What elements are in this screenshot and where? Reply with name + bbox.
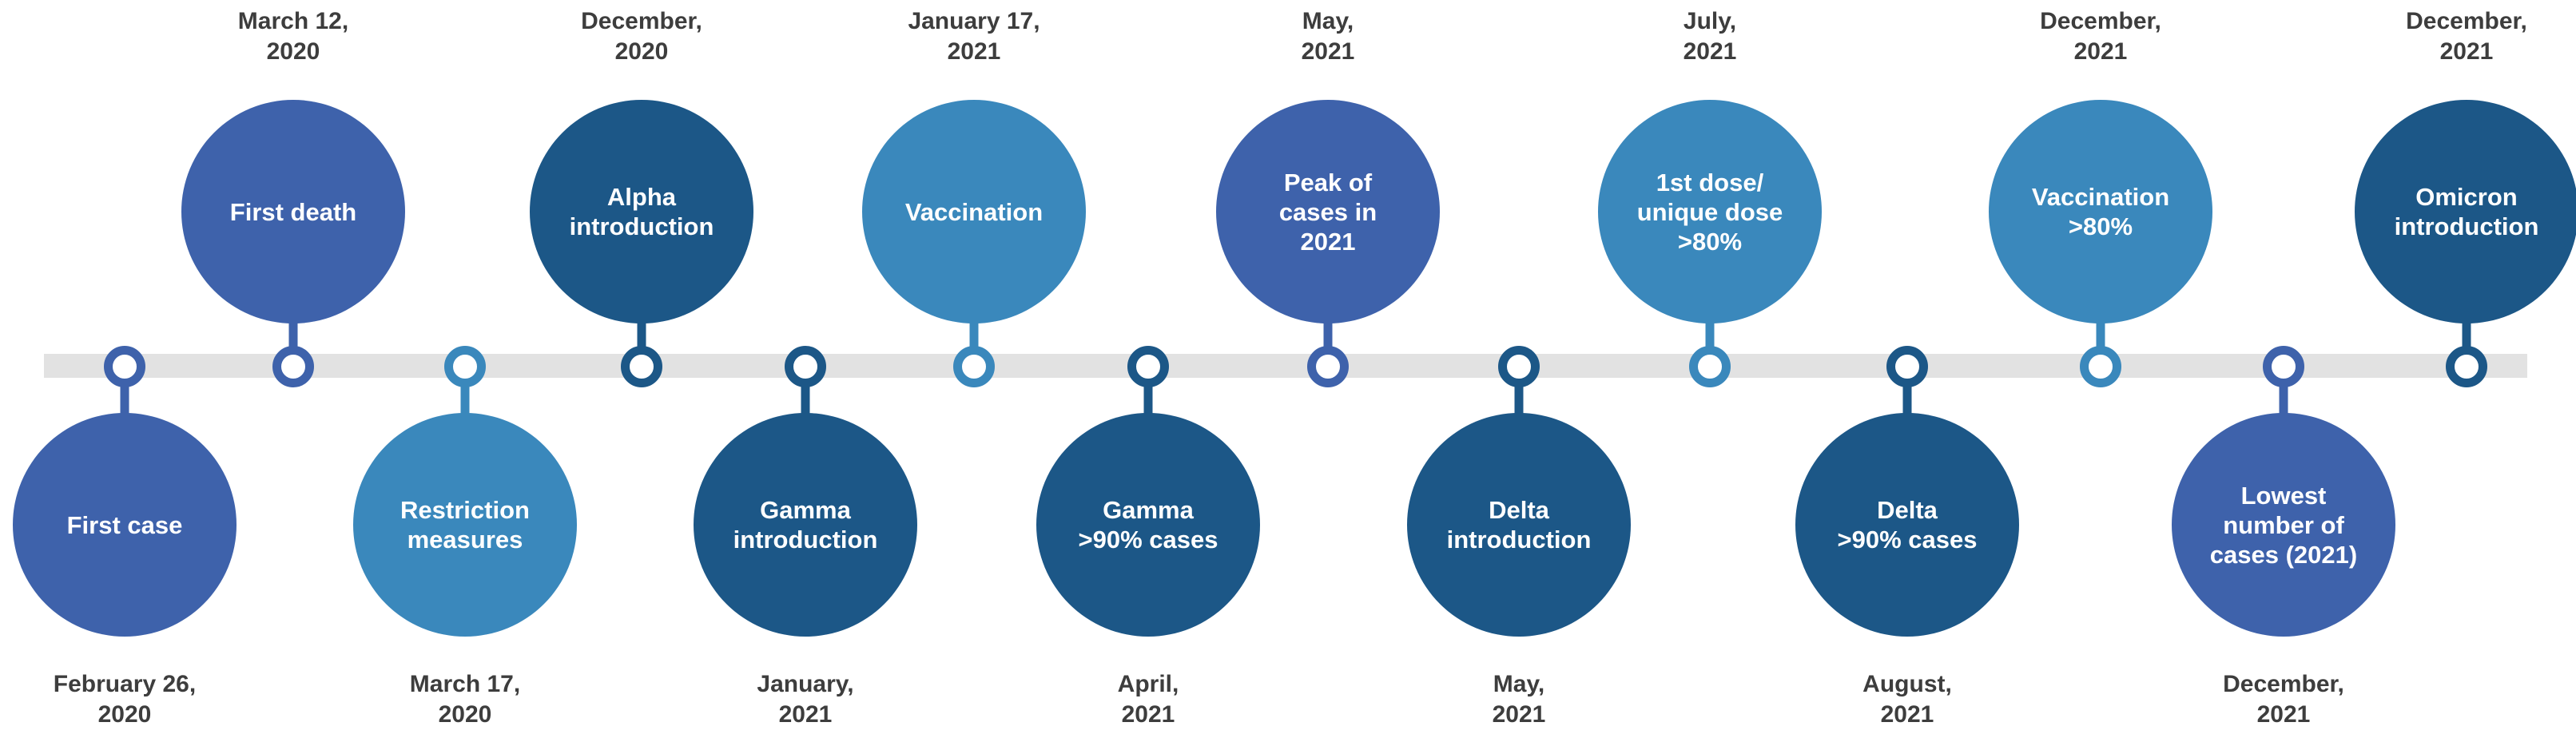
event-circle-gamma-90-cases: Gamma >90% cases bbox=[1036, 413, 1260, 637]
timeline-ring bbox=[621, 346, 662, 387]
connector-stem bbox=[637, 319, 646, 349]
event-label: Lowest number of cases (2021) bbox=[2209, 481, 2358, 569]
timeline-ring bbox=[104, 346, 145, 387]
event-date-gamma-introduction: January, 2021 bbox=[757, 671, 854, 728]
connector-stem bbox=[2462, 319, 2471, 349]
connector-stem bbox=[1902, 383, 1912, 415]
event-circle-omicron-introduction: Omicron introduction bbox=[2355, 100, 2576, 323]
event-label: Delta introduction bbox=[1446, 496, 1592, 554]
event-label: Gamma >90% cases bbox=[1078, 496, 1218, 554]
timeline-ring bbox=[1307, 346, 1349, 387]
event-label: Vaccination >80% bbox=[2031, 183, 2170, 240]
event-date-vaccination: January 17, 2021 bbox=[908, 8, 1040, 65]
connector-stem bbox=[120, 383, 129, 415]
event-date-first-case: February 26, 2020 bbox=[53, 671, 197, 728]
connector-stem bbox=[2279, 383, 2288, 415]
timeline-ring bbox=[953, 346, 995, 387]
event-date-delta-introduction: May, 2021 bbox=[1492, 671, 1546, 728]
event-circle-first-death: First death bbox=[181, 100, 405, 323]
event-circle-lowest-cases-2021: Lowest number of cases (2021) bbox=[2172, 413, 2395, 637]
connector-stem bbox=[969, 319, 979, 349]
event-date-first-dose-over-80: July, 2021 bbox=[1683, 8, 1737, 65]
event-label: Gamma introduction bbox=[733, 496, 878, 554]
timeline-ring bbox=[785, 346, 826, 387]
event-label: 1st dose/ unique dose >80% bbox=[1636, 168, 1783, 256]
event-circle-alpha-introduction: Alpha introduction bbox=[530, 100, 753, 323]
timeline-ring bbox=[1127, 346, 1169, 387]
timeline-ring bbox=[2080, 346, 2121, 387]
event-label: Omicron introduction bbox=[2394, 183, 2539, 240]
event-circle-first-dose-over-80: 1st dose/ unique dose >80% bbox=[1598, 100, 1822, 323]
event-circle-first-case: First case bbox=[13, 413, 237, 637]
timeline-ring bbox=[272, 346, 314, 387]
event-circle-delta-90-cases: Delta >90% cases bbox=[1795, 413, 2019, 637]
event-label: Restriction measures bbox=[400, 496, 530, 554]
event-date-vaccination-over-80: December, 2021 bbox=[2040, 8, 2161, 65]
connector-stem bbox=[2096, 319, 2105, 349]
connector-stem bbox=[1323, 319, 1333, 349]
event-date-delta-90-cases: August, 2021 bbox=[1862, 671, 1952, 728]
event-label: Peak of cases in 2021 bbox=[1278, 168, 1377, 256]
connector-stem bbox=[1143, 383, 1153, 415]
timeline-bar bbox=[44, 354, 2527, 378]
connector-stem bbox=[1705, 319, 1715, 349]
connector-stem bbox=[1514, 383, 1524, 415]
event-label: First case bbox=[66, 510, 183, 539]
event-date-first-death: March 12, 2020 bbox=[237, 8, 349, 65]
timeline-ring bbox=[2263, 346, 2304, 387]
event-circle-delta-introduction: Delta introduction bbox=[1407, 413, 1631, 637]
timeline-ring bbox=[1498, 346, 1540, 387]
event-date-restriction-measures: March 17, 2020 bbox=[409, 671, 521, 728]
event-circle-vaccination-over-80: Vaccination >80% bbox=[1989, 100, 2212, 323]
connector-stem bbox=[288, 319, 298, 349]
timeline-ring bbox=[2446, 346, 2487, 387]
connector-stem bbox=[801, 383, 810, 415]
timeline-ring bbox=[1689, 346, 1731, 387]
timeline-ring bbox=[444, 346, 486, 387]
event-date-gamma-90-cases: April, 2021 bbox=[1117, 671, 1179, 728]
event-label: First death bbox=[229, 197, 357, 226]
connector-stem bbox=[460, 383, 470, 415]
event-label: Alpha introduction bbox=[569, 183, 714, 240]
event-circle-restriction-measures: Restriction measures bbox=[353, 413, 577, 637]
event-date-peak-of-cases-2021: May, 2021 bbox=[1301, 8, 1355, 65]
event-circle-gamma-introduction: Gamma introduction bbox=[694, 413, 917, 637]
event-date-omicron-introduction: December, 2021 bbox=[2406, 8, 2527, 65]
event-circle-peak-of-cases-2021: Peak of cases in 2021 bbox=[1216, 100, 1440, 323]
timeline-ring bbox=[1886, 346, 1928, 387]
event-label: Vaccination bbox=[904, 197, 1044, 226]
event-date-alpha-introduction: December, 2020 bbox=[581, 8, 702, 65]
event-circle-vaccination: Vaccination bbox=[862, 100, 1086, 323]
event-label: Delta >90% cases bbox=[1837, 496, 1978, 554]
event-date-lowest-cases-2021: December, 2021 bbox=[2223, 671, 2344, 728]
